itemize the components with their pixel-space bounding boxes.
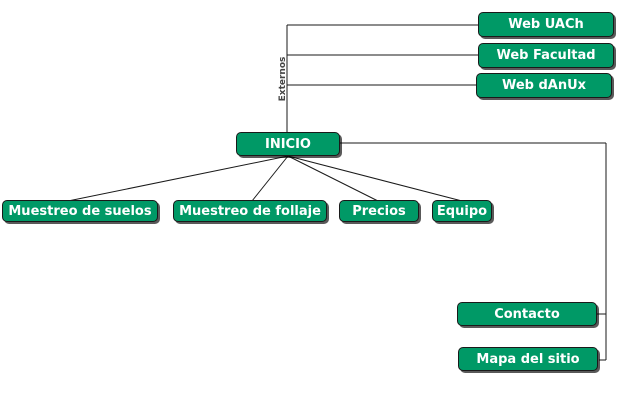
- mapa-sitio-button[interactable]: Mapa del sitio: [458, 347, 598, 371]
- line-to-muestreo-follaje: [251, 155, 289, 202]
- web-danux-button[interactable]: Web dAnUx: [476, 73, 612, 98]
- precios-button[interactable]: Precios: [339, 200, 419, 222]
- line-to-muestreo-suelos: [67, 155, 289, 202]
- equipo-button[interactable]: Equipo: [432, 200, 492, 222]
- contacto-button[interactable]: Contacto: [457, 302, 597, 326]
- inicio-button[interactable]: INICIO: [236, 132, 340, 156]
- muestreo-follaje-button[interactable]: Muestreo de follaje: [173, 200, 327, 222]
- line-to-precios: [287, 155, 379, 202]
- externos-label: Externos: [278, 56, 288, 102]
- line-to-equipo: [287, 155, 463, 202]
- web-uach-button[interactable]: Web UACh: [478, 12, 614, 37]
- web-facultad-button[interactable]: Web Facultad: [478, 43, 614, 68]
- muestreo-suelos-button[interactable]: Muestreo de suelos: [2, 200, 158, 222]
